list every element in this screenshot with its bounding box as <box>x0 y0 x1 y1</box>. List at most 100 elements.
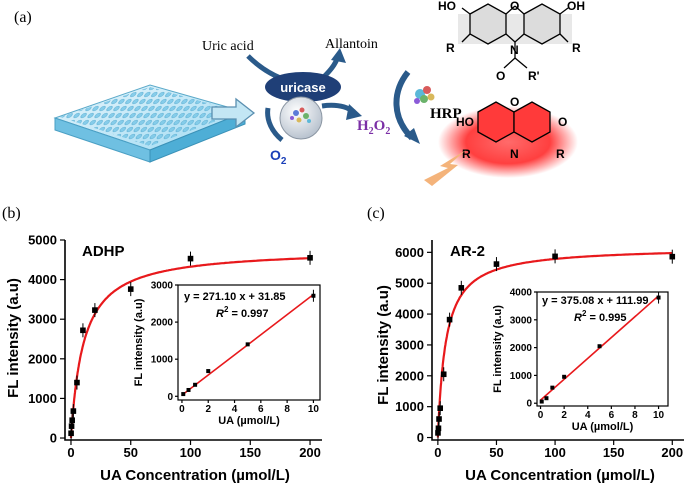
product-o-keto: O <box>558 115 567 129</box>
fit-equation-b: y = 271.10 x + 31.85 <box>184 291 286 303</box>
y-tick-label-c: 0 <box>417 430 424 445</box>
substrate-o: O <box>510 0 519 13</box>
x-tick-label-inset-b: 6 <box>258 404 264 415</box>
x-tick-label-b: 50 <box>124 445 138 460</box>
inset-x-axis-label-c: UA (µmol/L) <box>572 421 634 433</box>
uric-acid-label: Uric acid <box>202 39 254 54</box>
x-tick-label-b: 200 <box>299 445 321 460</box>
x-tick-label-inset-b: 4 <box>232 404 238 415</box>
data-point-b <box>70 408 77 414</box>
inset-data-point-b <box>181 392 186 397</box>
inset-frame-inset-c <box>536 291 669 407</box>
panel-label-a: (a) <box>14 9 32 26</box>
y-tick-label-b: 3000 <box>28 312 57 327</box>
y-tick-label-c: 1000 <box>395 399 424 414</box>
o2-label: O2 <box>270 147 287 167</box>
x-tick-label-c: 150 <box>603 445 625 460</box>
x-tick-label-inset-c: 4 <box>585 410 591 421</box>
uricase-ball <box>265 72 341 102</box>
inset-x-axis-label-b: UA (µmol/L) <box>218 415 280 427</box>
y-tick-label-c: 5000 <box>395 276 424 291</box>
data-point-b <box>80 327 86 334</box>
data-point-c <box>493 261 500 267</box>
x-tick-label-inset-c: 10 <box>653 410 665 421</box>
inset-data-point-c <box>562 374 567 379</box>
inset-plot-b: 0 2 4 6 8 10 0 1000 2000 3000 y = 271.10 x + 31.85… <box>133 281 321 427</box>
y-tick-label-inset-c: 3000 <box>510 315 533 326</box>
x-tick-label-c: 100 <box>544 445 566 460</box>
y-tick-label-c: 4000 <box>395 307 424 322</box>
y-tick-label-inset-b: 3000 <box>151 281 174 292</box>
substrate-r-prime: R' <box>528 69 540 83</box>
data-point-c <box>458 285 465 291</box>
hrp-protein-icon <box>414 86 435 104</box>
data-point-c <box>435 425 442 432</box>
fit-equation-c: y = 375.08 x + 111.99 <box>542 295 648 307</box>
y-tick-label-c: 3000 <box>395 337 424 352</box>
x-axis-label-b: UA Concentration (µmol/L) <box>100 467 290 484</box>
data-point-b <box>187 255 194 262</box>
x-tick-label-inset-b: 2 <box>205 404 211 415</box>
allantoin-label: Allantoin <box>325 37 378 52</box>
x-tick-label-b: 0 <box>67 445 74 460</box>
substrate-molecule <box>458 3 572 69</box>
fit-curve-b <box>69 257 310 438</box>
substrate-ho: HO <box>438 0 456 13</box>
data-point-b <box>68 430 74 437</box>
inset-data-point-c <box>539 399 544 404</box>
data-point-b <box>74 379 80 386</box>
y-tick-label-inset-b: 0 <box>167 392 173 403</box>
substrate-o-carbonyl: O <box>496 69 505 83</box>
axes-b <box>64 240 322 441</box>
y-tick-label-inset-c: 1000 <box>510 371 533 382</box>
inset-data-point-b <box>193 382 198 387</box>
product-ho: HO <box>456 115 474 129</box>
enzyme-particle-icon <box>279 96 323 140</box>
data-point-b <box>307 255 313 261</box>
y-tick-label-inset-b: 2000 <box>151 318 174 329</box>
x-tick-label-inset-c: 8 <box>632 410 638 421</box>
x-tick-label-inset-c: 6 <box>609 410 615 421</box>
uricase-label: uricase <box>280 80 326 95</box>
x-axis-label-c: UA Concentration (µmol/L) <box>465 467 655 484</box>
substrate-oh: OH <box>567 0 585 13</box>
hrp-arrow <box>393 70 415 141</box>
inset-y-axis-label-b: FL intensity (a.u) <box>133 298 145 386</box>
o2-arrow <box>265 107 284 142</box>
y-tick-label-c: 2000 <box>395 368 424 383</box>
x-tick-label-inset-b: 8 <box>284 404 290 415</box>
substrate-r-left: R <box>446 41 455 55</box>
hrp-label: HRP <box>430 106 462 122</box>
data-point-b <box>127 286 134 292</box>
inset-data-point-c <box>550 385 555 390</box>
y-tick-label-inset-b: 1000 <box>151 355 174 366</box>
x-tick-label-inset-b: 10 <box>308 404 320 415</box>
microplate-image <box>53 84 247 163</box>
x-tick-label-inset-b: 0 <box>179 404 185 415</box>
inset-y-axis-label-c: FL intensity (a.u) <box>492 305 504 393</box>
inset-data-point-b <box>311 293 316 298</box>
inset-data-point-b <box>186 387 191 392</box>
protein-structure-icon <box>290 107 311 123</box>
y-tick-label-inset-c: 2000 <box>510 343 533 354</box>
y-tick-label-c: 6000 <box>395 245 424 260</box>
y-axis-label-c: FL intensity (a.u) <box>375 285 392 405</box>
axes-c <box>431 240 684 441</box>
h2o2-label: H2O2 <box>357 118 390 137</box>
x-tick-label-b: 150 <box>239 445 261 460</box>
product-glow <box>438 101 578 178</box>
inset-data-point-b <box>206 369 211 374</box>
inset-data-point-b <box>245 342 250 347</box>
data-point-c <box>446 316 453 323</box>
scheme-panel: (a) Uric acid Allantoin uricase O2 H2O2 <box>14 0 585 186</box>
substrate-n: N <box>510 43 519 57</box>
data-point-c <box>437 405 444 412</box>
x-tick-label-b: 100 <box>180 445 202 460</box>
fluorescence-bolt-icon <box>424 150 466 186</box>
data-point-c <box>552 253 558 260</box>
substrate-r-right: R <box>572 41 581 55</box>
